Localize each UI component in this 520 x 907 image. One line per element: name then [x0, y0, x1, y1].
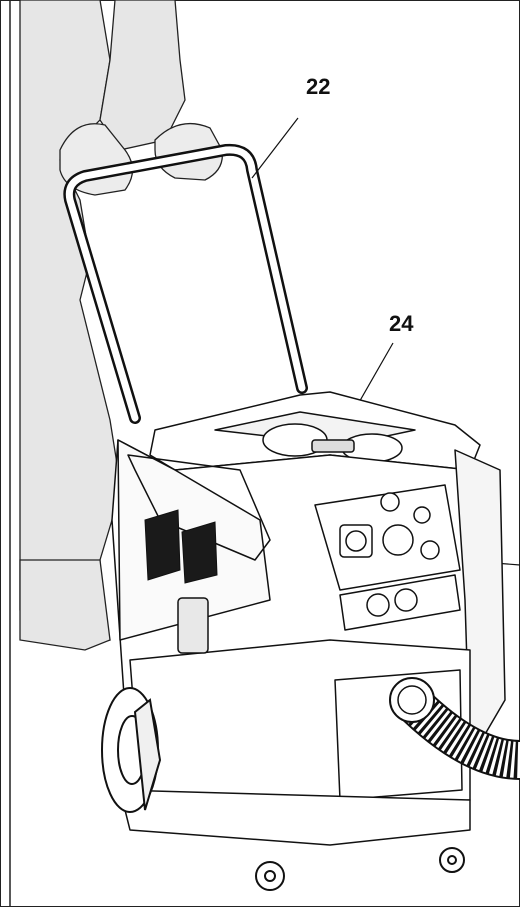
vacuum-body — [111, 391, 506, 846]
control-knobs — [339, 492, 440, 617]
handle-bar — [63, 143, 308, 424]
vents — [144, 509, 218, 584]
callout-label-22: 22 — [306, 74, 331, 99]
operator-figure — [19, 0, 186, 651]
callout-label-24: 24 — [389, 311, 414, 336]
wheels — [101, 687, 465, 891]
suction-hose — [389, 677, 520, 780]
